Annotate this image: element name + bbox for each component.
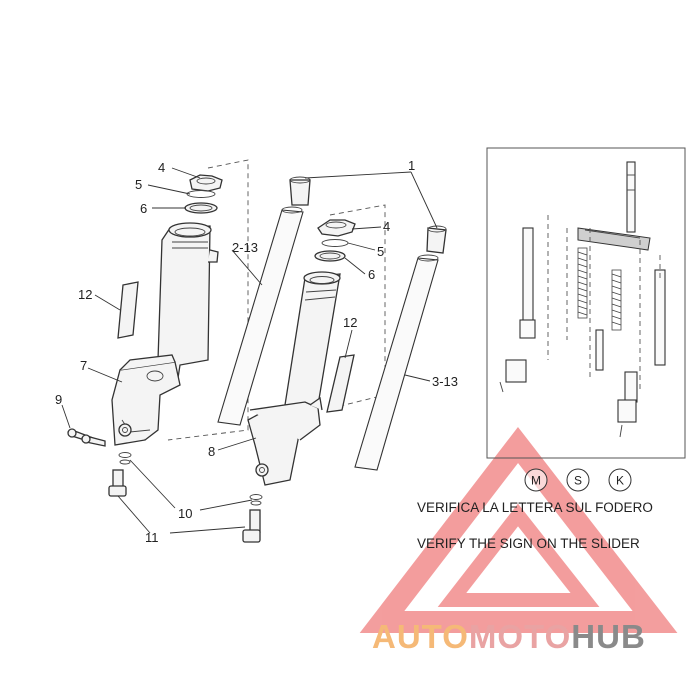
inset-right-tube — [654, 269, 666, 366]
watermark-text: AUTOMOTOHUB — [372, 618, 646, 655]
callout-5-right: 5 — [377, 244, 384, 259]
watermark-part-moto: MOTO — [469, 618, 571, 655]
part-1-cap-b — [426, 227, 447, 254]
inset-steering-stem — [626, 161, 636, 233]
part-2-13-tube — [217, 209, 304, 426]
callout-1: 1 — [408, 158, 415, 173]
callout-3-13: 3-13 — [432, 374, 458, 389]
callout-8: 8 — [208, 444, 215, 459]
inset-springs — [577, 247, 622, 371]
inset-box — [486, 147, 686, 459]
part-10-right — [249, 494, 263, 500]
note-english: VERIFY THE SIGN ON THE SLIDER — [417, 536, 640, 551]
assembly-guide-lines — [167, 159, 386, 441]
watermark-part-auto: AUTO — [372, 618, 469, 655]
part-11-right — [242, 509, 261, 543]
callout-4-left: 4 — [158, 160, 165, 175]
callout-2-13: 2-13 — [232, 240, 258, 255]
part-4-left — [189, 174, 223, 192]
part-5-left — [186, 190, 216, 198]
part-12-left — [117, 281, 139, 339]
callout-9: 9 — [55, 392, 62, 407]
note-italian: VERIFICA LA LETTERA SUL FODERO — [417, 500, 653, 515]
inset-yoke — [577, 227, 651, 251]
part-12-right — [326, 354, 355, 413]
variant-s: S — [574, 474, 582, 488]
callout-12-right: 12 — [343, 315, 357, 330]
callout-6-right: 6 — [368, 267, 375, 282]
watermark-logo — [359, 426, 678, 633]
part-6-right — [314, 250, 346, 262]
left-fork-leg — [111, 174, 223, 446]
callout-6-left: 6 — [140, 201, 147, 216]
watermark-part-hub: HUB — [571, 618, 646, 655]
inset-left-tube — [522, 227, 534, 324]
variant-k: K — [616, 474, 624, 488]
callout-7: 7 — [80, 358, 87, 373]
part-9-screws — [67, 428, 106, 447]
variant-m: M — [531, 474, 541, 488]
part-1-cap-a — [289, 179, 311, 206]
callout-12-left: 12 — [78, 287, 92, 302]
part-3-13-tube — [354, 257, 439, 471]
right-fork-leg — [247, 219, 356, 486]
part-10-left — [118, 452, 132, 458]
callout-labels: 4 5 6 1 2-13 4 5 6 12 12 7 3-13 9 8 10 1… — [55, 158, 458, 545]
variant-letters: M S K — [524, 468, 632, 492]
callout-4-right: 4 — [383, 219, 390, 234]
callout-11: 11 — [145, 530, 159, 545]
leader-lines — [61, 167, 438, 534]
part-11-left — [108, 469, 127, 497]
callout-10: 10 — [178, 506, 192, 521]
part-5-right — [321, 239, 349, 247]
callout-5-left: 5 — [135, 177, 142, 192]
